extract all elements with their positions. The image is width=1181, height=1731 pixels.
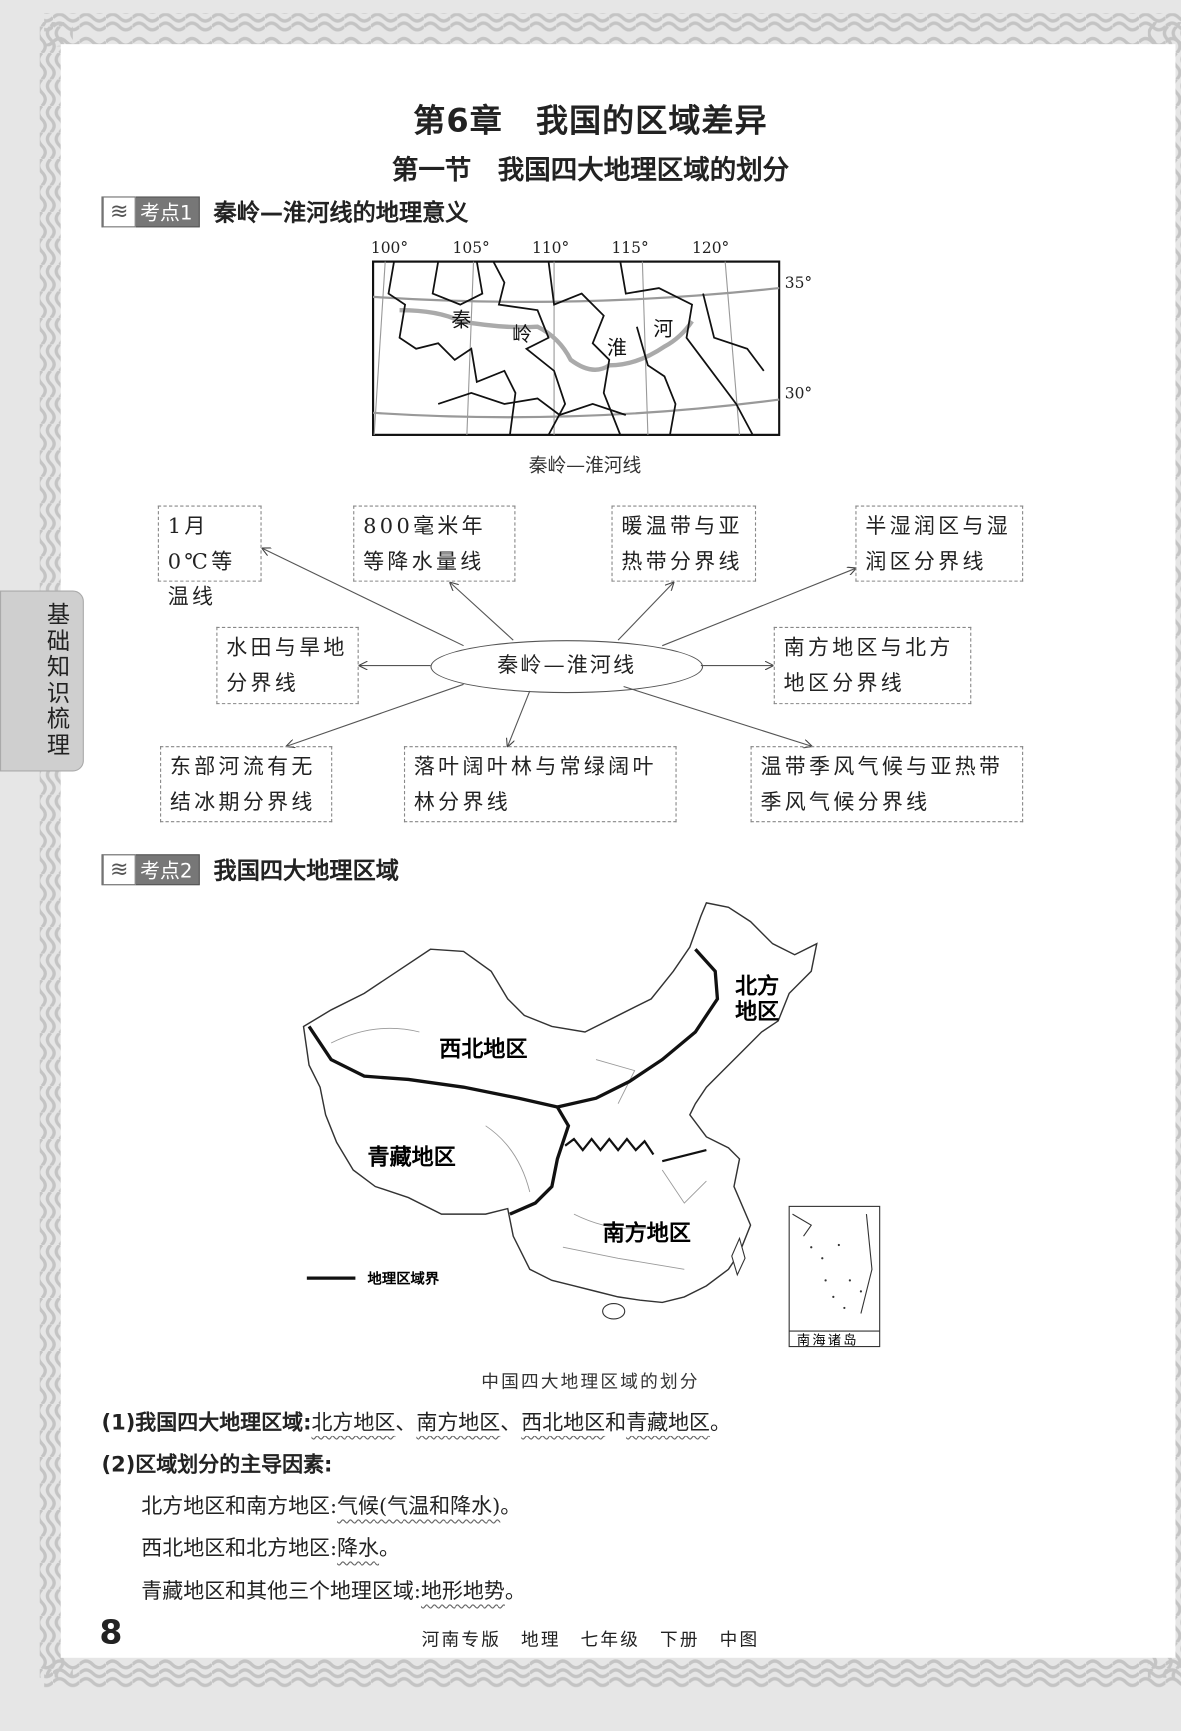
svg-text:淮: 淮 [607, 336, 627, 359]
kaodian-2-heading: ≋考点2 我国四大地理区域 [101, 853, 399, 886]
region-label-north: 北方 [735, 973, 779, 999]
note-line-4: 西北地区和北方地区:降水。 [141, 1536, 401, 1561]
concept-arrows [0, 0, 1181, 883]
chapter-title: 第6章 我国的区域差异 [413, 101, 768, 140]
qinling-mountain-symbol [564, 1137, 655, 1156]
note-line-1: (1)我国四大地理区域:北方地区、南方地区、西北地区和青藏地区。 [101, 1410, 732, 1435]
side-tab[interactable]: 基础知识梳理 [0, 590, 84, 772]
region-label-south: 南方地区 [603, 1221, 691, 1247]
svg-text:秦: 秦 [451, 309, 471, 332]
concept-item: 水田与旱地分界线 [216, 626, 359, 705]
map1-caption: 秦岭—淮河线 [528, 454, 642, 477]
svg-text:岭: 岭 [512, 323, 532, 346]
section-title: 第一节 我国四大地理区域的划分 [391, 154, 790, 186]
region-label-northwest: 西北地区 [439, 1037, 527, 1062]
svg-text:地区: 地区 [735, 1000, 779, 1025]
concept-item: 暖温带与亚热带分界线 [611, 505, 757, 582]
concept-item: 800毫米年等降水量线 [353, 505, 516, 582]
qinling-huaihe-map: 100° 105° 110° 115° 120° 35° 30° 秦 岭 淮 [364, 240, 828, 444]
map1-frame: 秦 岭 淮 河 [371, 260, 781, 436]
side-tab-label: 基础知识梳理 [46, 601, 71, 758]
qinling-huaihe-line [399, 307, 694, 372]
inset-label: 南海诸岛 [797, 1332, 859, 1348]
concept-item: 半湿润区与湿润区分界线 [855, 505, 1024, 582]
footer-info: 河南专版 地理 七年级 下册 中图 [421, 1629, 760, 1651]
note-line-5: 青藏地区和其他三个地理区域:地形地势。 [141, 1579, 526, 1604]
concept-item: 1月0℃等温线 [157, 505, 262, 609]
concept-item: 温带季风气候与亚热带季风气候分界线 [750, 746, 1024, 823]
wave-icon: ≋ [102, 854, 136, 886]
page-number: 8 [99, 1613, 123, 1653]
note-line-3: 北方地区和南方地区:气候(气温和降水)。 [141, 1494, 522, 1519]
legend-label: 地理区域界 [368, 1270, 440, 1288]
concept-item: 南方地区与北方地区分界线 [773, 626, 972, 705]
svg-text:河: 河 [653, 318, 673, 341]
region-label-qingzang: 青藏地区 [368, 1145, 456, 1170]
concept-item: 东部河流有无结冰期分界线 [160, 746, 333, 823]
region-boundary-lines [307, 948, 720, 1216]
china-regions-map: 北方 地区 西北地区 青藏地区 南方地区 地理区域界 南海诸岛 [302, 902, 881, 1348]
map2-caption: 中国四大地理区域的划分 [481, 1370, 700, 1392]
wave-icon: ≋ [102, 196, 136, 228]
note-line-2: (2)区域划分的主导因素: [101, 1452, 333, 1477]
south-sea-inset [788, 1205, 881, 1348]
concept-center: 秦岭—淮河线 [430, 640, 704, 694]
concept-item: 落叶阔叶林与常绿阔叶林分界线 [403, 746, 677, 823]
kaodian-1-heading: ≋考点1 秦岭—淮河线的地理意义 [101, 195, 469, 228]
